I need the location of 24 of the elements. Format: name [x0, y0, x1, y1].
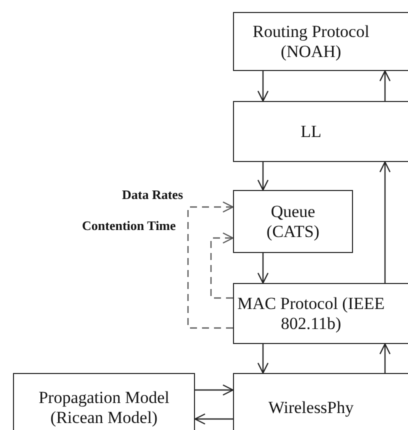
arrow — [257, 162, 269, 191]
arrow — [257, 71, 269, 102]
box-label: Propagation Model (Ricean Model) — [38, 388, 170, 428]
box-label: LL — [300, 122, 322, 142]
arrow — [195, 384, 234, 396]
arrow — [379, 161, 391, 283]
arrow — [257, 344, 269, 374]
process-box — [233, 373, 408, 430]
process-box — [13, 373, 195, 430]
arrow — [379, 343, 391, 373]
box-label: Routing Protocol (NOAH) — [252, 22, 370, 62]
box-label: Queue (CATS) — [266, 202, 320, 242]
arrow — [379, 70, 391, 101]
process-box — [233, 283, 408, 344]
process-box — [233, 190, 353, 253]
arrow — [210, 232, 234, 299]
process-box — [233, 101, 408, 162]
edge-label: Contention Time — [82, 218, 176, 233]
arrow — [194, 413, 233, 425]
process-box — [233, 12, 408, 71]
arrow — [257, 253, 269, 284]
arrow — [187, 201, 234, 329]
box-label: MAC Protocol (IEEE 802.11b) — [236, 294, 386, 334]
box-label: WirelessPhy — [268, 398, 354, 418]
